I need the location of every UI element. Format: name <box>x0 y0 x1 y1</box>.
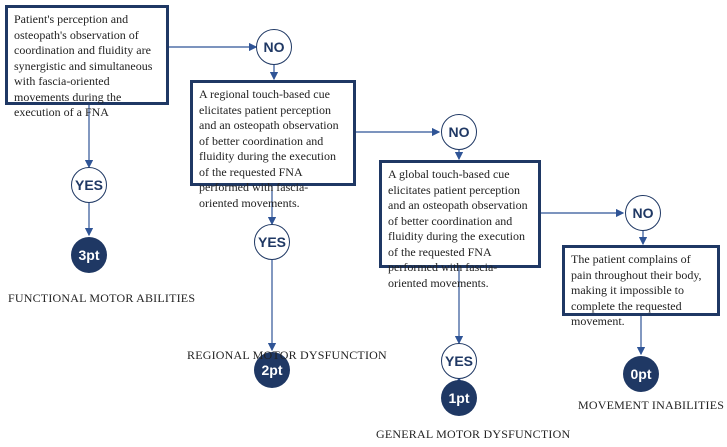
answer-yes-3: YES <box>441 343 477 379</box>
decision-box-1: Patient's perception and osteopath's obs… <box>5 5 169 119</box>
outcome-box-4: The patient complains of pain throughout… <box>562 245 720 328</box>
decision-box-2: A regional touch-based cue elicitates pa… <box>190 80 356 210</box>
answer-yes-2: YES <box>254 224 290 260</box>
score-1pt: 1pt <box>441 380 477 416</box>
decision-box-3: A global touch-based cue elicitates pati… <box>379 160 541 290</box>
answer-no-1: NO <box>256 29 292 65</box>
score-2pt: 2pt <box>254 352 290 388</box>
score-3pt: 3pt <box>71 237 107 273</box>
category-functional: FUNCTIONAL MOTOR ABILITIES <box>8 291 196 305</box>
category-inabilities: MOVEMENT INABILITIES <box>578 398 725 412</box>
answer-yes-1: YES <box>71 167 107 203</box>
answer-no-2: NO <box>441 114 477 150</box>
category-general: GENERAL MOTOR DYSFUNCTION <box>376 427 571 441</box>
score-0pt: 0pt <box>623 356 659 392</box>
answer-no-3: NO <box>625 195 661 231</box>
category-regional: REGIONAL MOTOR DYSFUNCTION <box>187 348 387 362</box>
